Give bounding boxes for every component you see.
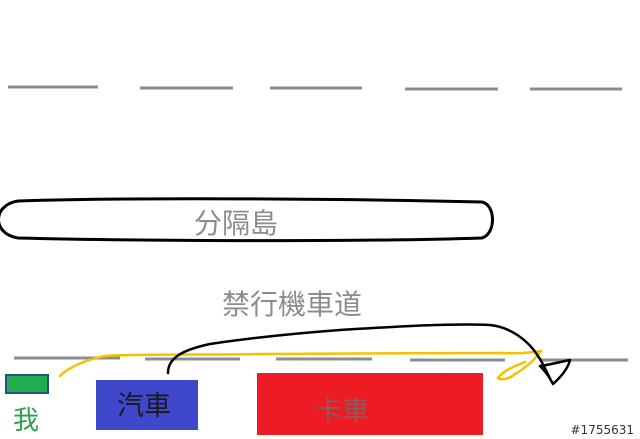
car-route-path xyxy=(166,323,572,386)
watermark: #1755631 xyxy=(571,423,635,437)
median-label: 分隔島 xyxy=(194,207,278,240)
car-label: 汽車 xyxy=(117,391,171,422)
truck-label: 卡車 xyxy=(315,396,369,427)
no-scooter-lane-label: 禁行機車道 xyxy=(222,288,362,321)
truck-box xyxy=(257,373,483,435)
top-lane-divider xyxy=(8,85,622,91)
car-box xyxy=(96,380,198,430)
me-label: 我 xyxy=(13,406,39,436)
my-route-path xyxy=(58,349,543,381)
me-scooter xyxy=(5,374,49,394)
median-island xyxy=(0,197,494,243)
bottom-lane-divider xyxy=(14,356,628,362)
